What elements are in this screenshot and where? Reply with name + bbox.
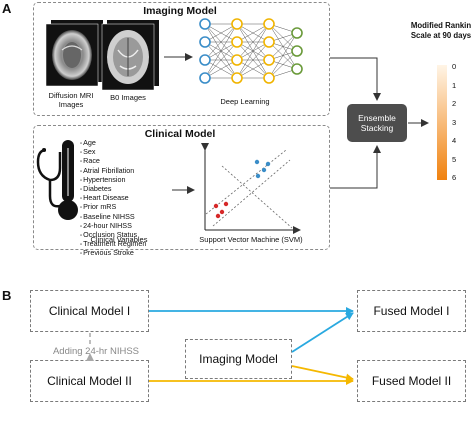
nn-node (263, 54, 275, 66)
mrs-scale-title: Modified Rankin Scale at 90 days (410, 21, 472, 40)
fused-model-2-label: Fused Model II (371, 374, 452, 388)
mrs-scale-tick-label: 0 (452, 62, 457, 71)
diffusion-mri-label: Diffusion MRI Images (48, 91, 94, 109)
clinical-variable-item: Occlusion Status (80, 230, 146, 240)
imaging-model-b-label: Imaging Model (199, 352, 278, 366)
clinical-variable-item: Heart Disease (80, 194, 146, 203)
clinical-variables-list: AgeSexRaceAtrial FibrillationHypertensio… (80, 138, 146, 259)
nn-node (291, 27, 303, 39)
panel-b-letter: B (2, 288, 12, 303)
svm-plot (201, 143, 301, 234)
nn-node (199, 36, 211, 48)
clinical-variable-item: Diabetes (80, 184, 146, 194)
clinical-model-box (33, 125, 330, 250)
clinical-model-2-label: Clinical Model II (47, 374, 132, 388)
nn-node (199, 18, 211, 30)
nn-node (231, 36, 243, 48)
fused-model-1-box: Fused Model I (357, 290, 466, 332)
stethoscope-icon (36, 148, 62, 208)
imaging-model-b-box: Imaging Model (185, 339, 292, 379)
nn-node (231, 54, 243, 66)
clinical-variable-item: Sex (80, 148, 146, 157)
clinical-model-2-box: Clinical Model II (30, 360, 149, 402)
nn-node (199, 72, 211, 84)
mrs-scale-tick-label: 2 (452, 99, 457, 108)
nn-node (291, 63, 303, 75)
mrs-scale-tick-label: 5 (452, 154, 457, 164)
clinical-to-ensemble-arrow (330, 145, 381, 189)
mrs-scale-tick-label: 1 (452, 80, 457, 90)
b0-images (101, 20, 159, 91)
deep-learning-label: Deep Learning (220, 97, 270, 106)
mrs-scale-tick-label: 4 (452, 136, 457, 145)
nn-node (263, 18, 275, 30)
nn-node (291, 45, 303, 57)
clinical-variable-item: Age (80, 138, 146, 148)
clinical-model-title: Clinical Model (144, 128, 216, 140)
adding-nihss-label: Adding 24-hr NIHSS (46, 346, 146, 357)
clinical-variables-label: Clinical Variables (90, 235, 148, 244)
fused-model-1-label: Fused Model I (373, 304, 450, 318)
fused-model-2-box: Fused Model II (357, 360, 466, 402)
neural-network-icon (199, 18, 303, 84)
mrs-scale-tick-label: 6 (452, 173, 457, 182)
mrs-scale-tick-label: 3 (452, 117, 457, 127)
clinical-variable-item: Hypertension (80, 175, 146, 185)
ensemble-stacking-box: Ensemble Stacking (347, 104, 407, 142)
nn-node (231, 72, 243, 84)
imaging-model-box (33, 2, 330, 116)
clinical-model-1-label: Clinical Model I (48, 304, 131, 318)
diffusion-mri-images (45, 20, 103, 87)
clinical-variable-item: 24-hour NIHSS (80, 221, 146, 231)
clinical-variable-item: Baseline NIHSS (80, 212, 146, 222)
imaging-model-title: Imaging Model (143, 5, 217, 17)
clinical-variable-item: Previous Stroke (80, 249, 146, 258)
nn-node (263, 36, 275, 48)
nn-node (263, 72, 275, 84)
clinical-model-1-box: Clinical Model I (30, 290, 149, 332)
clinical-variable-item: Atrial Fibrillation (80, 166, 146, 176)
imaging-to-fused1-arrow (291, 312, 354, 353)
clinical-variable-item: Race (80, 157, 146, 166)
nn-node (231, 18, 243, 30)
clinical-variable-item: Prior mRS (80, 203, 146, 212)
mrs-color-bar (437, 65, 447, 180)
panel-a-letter: A (2, 1, 12, 16)
svm-label: Support Vector Machine (SVM) (199, 235, 303, 244)
clinical-variable-item: Treatment Regimen (80, 240, 146, 249)
nn-node (199, 54, 211, 66)
b0-images-label: B0 Images (110, 93, 146, 102)
imaging-to-fused2-arrow (291, 365, 354, 382)
ensemble-stacking-label: Ensemble Stacking (358, 113, 396, 133)
imaging-to-ensemble-arrow (330, 57, 381, 101)
thermometer-icon (58, 140, 78, 220)
